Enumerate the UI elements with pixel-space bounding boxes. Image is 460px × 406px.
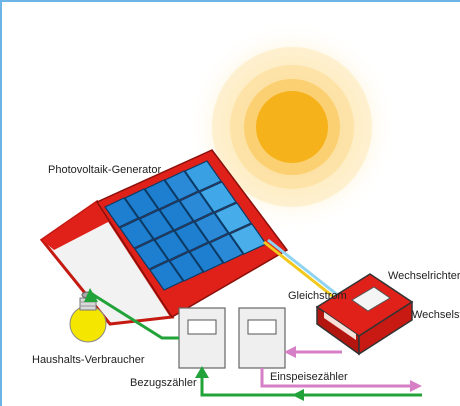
label-generator: Photovoltaik-Generator xyxy=(48,164,162,176)
export-meter xyxy=(238,307,286,369)
label-import-meter: Bezugszähler xyxy=(130,377,197,389)
green-flow-arrows xyxy=(91,292,422,397)
label-export-meter: Einspeisezähler xyxy=(270,371,348,383)
dc-cable xyxy=(263,238,345,304)
label-ac: Wechselstr xyxy=(412,309,460,321)
arrowhead-icon xyxy=(292,389,304,401)
arrowhead-icon xyxy=(84,288,98,302)
import-meter xyxy=(178,307,226,369)
pink-flow-arrows xyxy=(260,350,414,388)
label-dc: Gleichstrom xyxy=(288,290,347,302)
solar-panel-grid xyxy=(104,160,267,291)
inverter xyxy=(315,273,414,356)
sun-icon xyxy=(187,22,397,232)
arrowhead-icon xyxy=(284,346,296,358)
arrowhead-icon xyxy=(195,366,209,378)
label-consumer: Haushalts-Verbraucher xyxy=(32,354,145,366)
arrowhead-icon xyxy=(410,380,422,392)
label-inverter: Wechselrichter xyxy=(388,270,460,282)
